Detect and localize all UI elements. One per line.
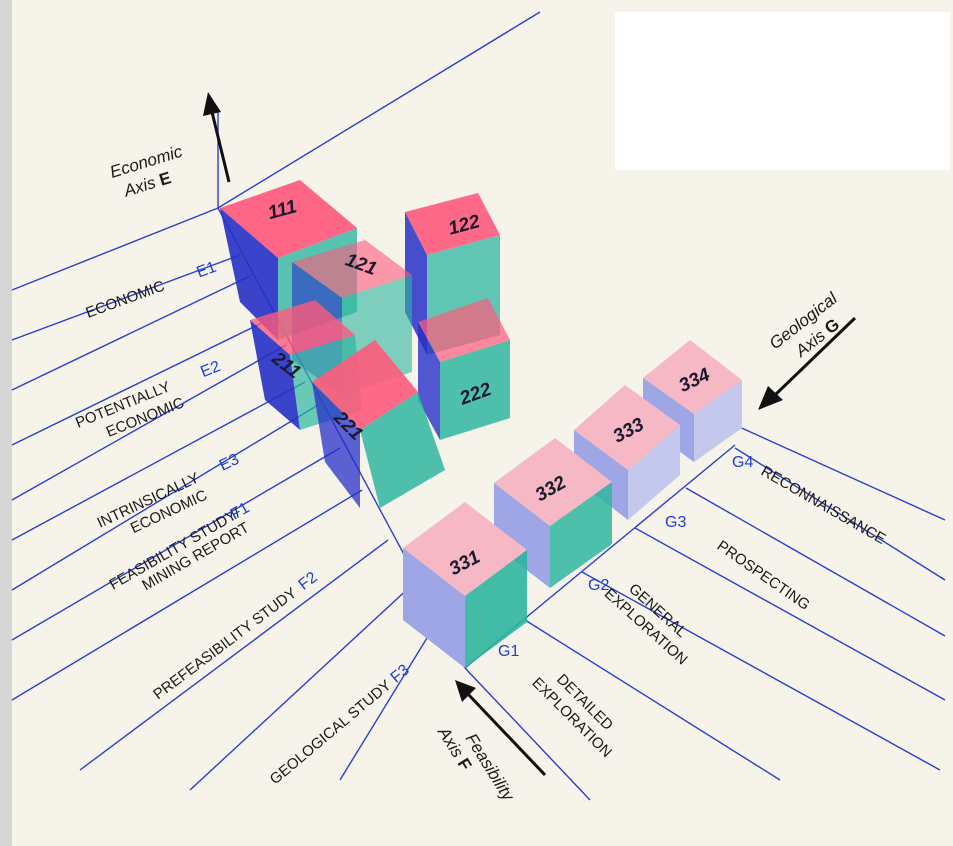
cube-222: 222: [418, 298, 510, 440]
feasibility-level-f2: PREFEASIBILITY STUDY F2: [150, 569, 321, 703]
feasibility-axis-arrow: [455, 680, 547, 777]
level-label: RECONNAISSANCE: [758, 463, 888, 548]
level-index: E2: [198, 358, 223, 381]
cube-top: [494, 438, 612, 526]
cube-side: [250, 320, 300, 430]
level-label: PREFEASIBILITY STUDY: [150, 584, 300, 703]
level-index: G2: [588, 577, 609, 594]
cube-top: [405, 193, 500, 255]
cube-front: [550, 482, 612, 588]
cube-side: [494, 483, 550, 588]
level-index: G3: [665, 514, 686, 531]
level-index: F3: [388, 661, 413, 686]
cube-334: 334: [643, 340, 742, 462]
level-label: ECONOMIC: [84, 278, 167, 322]
cube-top: [643, 340, 742, 414]
cube-221: 221: [312, 340, 445, 508]
level-index: G1: [498, 643, 519, 660]
level-index: E1: [194, 259, 218, 282]
geological-level-g3: G3 PROSPECTING: [665, 514, 813, 614]
level-label: PROSPECTING: [714, 537, 813, 614]
cube-front: [694, 380, 742, 462]
cube-top: [250, 300, 355, 355]
cube-top: [418, 298, 510, 362]
cube-front: [465, 550, 527, 668]
cube-front: [628, 425, 680, 520]
cube-333: 333: [574, 385, 680, 520]
economic-axis-arrow: [203, 92, 231, 183]
cube-side: [312, 382, 360, 508]
economic-axis-title: Economic Axis E: [108, 142, 185, 201]
geological-axis-arrow: [758, 316, 857, 410]
economic-level-e1: ECONOMIC E1: [84, 259, 219, 322]
cube-331: 331: [403, 502, 527, 668]
level-index: E3: [217, 451, 242, 475]
geological-level-g2: G2 GENERAL EXPLORATION: [588, 577, 691, 668]
geological-level-g1: G1 DETAILED EXPLORATION: [498, 643, 616, 761]
cube-top: [312, 340, 418, 430]
cube-top: [403, 502, 527, 596]
feasibility-level-f3: GEOLOGICAL STUDY F3: [267, 661, 413, 788]
feasibility-axis-title: Feasibility Axis F: [434, 723, 519, 806]
cube-front: [360, 392, 445, 508]
cube-side: [403, 548, 465, 668]
grid-lines: [11, 11, 946, 801]
level-index: G4: [732, 454, 753, 471]
geological-axis-title: Geological Axis G: [766, 288, 843, 361]
cube-332: 332: [494, 438, 612, 588]
cube-side: [220, 208, 278, 340]
level-label: GEOLOGICAL STUDY: [267, 677, 395, 788]
blank-panel: [615, 12, 950, 170]
feasibility-axis-line1: Feasibility: [462, 730, 519, 805]
cube-top: [220, 180, 357, 258]
cube-front: [440, 340, 510, 440]
cube-side: [418, 322, 440, 440]
cube-top: [574, 385, 680, 470]
level-index: F2: [296, 569, 321, 594]
geological-level-g4: G4 RECONNAISSANCE: [732, 454, 888, 548]
left-border: [0, 0, 12, 846]
cube-top: [292, 240, 412, 298]
